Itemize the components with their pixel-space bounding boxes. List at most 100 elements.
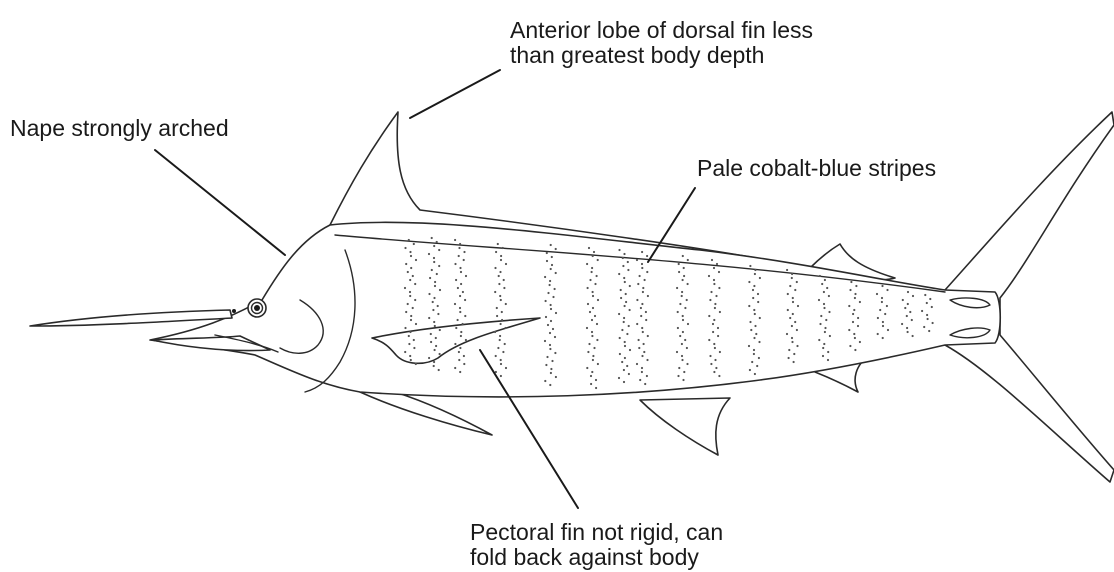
- stripe-dot: [412, 275, 414, 277]
- stripe-dot: [458, 351, 460, 353]
- stripe-dot: [592, 355, 594, 357]
- stripe-dot: [793, 361, 795, 363]
- stripe-dot: [437, 313, 439, 315]
- stripe-dot: [588, 247, 590, 249]
- stripe-dot: [794, 321, 796, 323]
- stripe-dot: [408, 343, 410, 345]
- stripe-dot: [684, 307, 686, 309]
- bill: [30, 310, 232, 326]
- stripe-dot: [594, 315, 596, 317]
- stripe-dot: [678, 263, 680, 265]
- stripe-dot: [433, 245, 435, 247]
- stripe-dot: [431, 269, 433, 271]
- stripe-dot: [500, 255, 502, 257]
- stripe-dot: [590, 375, 592, 377]
- stripe-dot: [826, 287, 828, 289]
- stripe-dot: [549, 332, 551, 334]
- stripe-dot: [710, 363, 712, 365]
- stripe-dot: [819, 323, 821, 325]
- stripe-dot: [716, 263, 718, 265]
- stripe-dot: [463, 363, 465, 365]
- stripe-dot: [641, 303, 643, 305]
- stripe-dot: [459, 307, 461, 309]
- stripe-dot: [408, 239, 410, 241]
- stripe-dot: [748, 345, 750, 347]
- stripe-dot: [749, 369, 751, 371]
- stripe-dot: [623, 277, 625, 279]
- stripe-dot: [643, 343, 645, 345]
- stripe-dot: [682, 379, 684, 381]
- stripe-dot: [719, 311, 721, 313]
- stripe-dot: [499, 339, 501, 341]
- stripe-dot: [717, 335, 719, 337]
- stripe-dot: [503, 279, 505, 281]
- stripe-dot: [404, 351, 406, 353]
- stripe-dot: [628, 373, 630, 375]
- stripe-dot: [687, 259, 689, 261]
- stripe-dot: [586, 367, 588, 369]
- stripe-dot: [549, 280, 551, 282]
- stripe-dot: [618, 249, 620, 251]
- stripe-dot: [550, 372, 552, 374]
- stripe-dot: [713, 283, 715, 285]
- stripe-dot: [434, 325, 436, 327]
- stripe-dot: [626, 333, 628, 335]
- stripe-dot: [586, 327, 588, 329]
- stripe-dot: [501, 319, 503, 321]
- stripe-dot: [646, 271, 648, 273]
- stripe-dot: [454, 303, 456, 305]
- stripe-dot: [710, 291, 712, 293]
- stripe-dot: [596, 275, 598, 277]
- stripe-dot: [912, 295, 914, 297]
- stripe-dot: [551, 264, 553, 266]
- stripe-dot: [628, 325, 630, 327]
- stripe-dot: [549, 348, 551, 350]
- stripe-dot: [753, 285, 755, 287]
- stripe-dot: [494, 331, 496, 333]
- stripe-dot: [708, 339, 710, 341]
- stripe-dot: [677, 327, 679, 329]
- stripe-dot: [435, 337, 437, 339]
- stripe-dot: [753, 337, 755, 339]
- stripe-dot: [849, 345, 851, 347]
- stripe-dot: [415, 363, 417, 365]
- stripe-dot: [848, 329, 850, 331]
- stripe-dot: [907, 331, 909, 333]
- stripe-dot: [454, 263, 456, 265]
- stripe-dot: [681, 359, 683, 361]
- stripe-dot: [498, 283, 500, 285]
- stripe-dot: [797, 305, 799, 307]
- stripe-dot: [429, 277, 431, 279]
- stripe-dot: [434, 349, 436, 351]
- stripe-dot: [621, 361, 623, 363]
- stripe-dot: [555, 376, 557, 378]
- stripe-dot: [410, 315, 412, 317]
- pectoral-fin-label-line1: Pectoral fin not rigid, can: [470, 520, 723, 545]
- stripe-dot: [881, 301, 883, 303]
- stripe-dot: [719, 351, 721, 353]
- stripe-dot: [828, 295, 830, 297]
- stripe-dot: [550, 244, 552, 246]
- stripe-dot: [555, 248, 557, 250]
- stripe-dot: [645, 311, 647, 313]
- stripe-dot: [500, 259, 502, 261]
- stripe-dot: [921, 310, 923, 312]
- stripe-dot: [544, 340, 546, 342]
- stripe-dot: [886, 305, 888, 307]
- stripe-dot: [549, 384, 551, 386]
- stripe-dot: [759, 277, 761, 279]
- stripe-dot: [682, 255, 684, 257]
- stripe-dot: [623, 369, 625, 371]
- stripe-dot: [544, 380, 546, 382]
- stripe-dot: [906, 327, 908, 329]
- stripe-dot: [587, 303, 589, 305]
- stripe-dot: [409, 291, 411, 293]
- stripe-dot: [757, 301, 759, 303]
- stripe-dot: [638, 347, 640, 349]
- stripe-dot: [550, 320, 552, 322]
- stripe-dot: [455, 279, 457, 281]
- stripe-dot: [495, 355, 497, 357]
- stripe-dot: [824, 279, 826, 281]
- stripe-dot: [786, 269, 788, 271]
- stripe-dot: [822, 347, 824, 349]
